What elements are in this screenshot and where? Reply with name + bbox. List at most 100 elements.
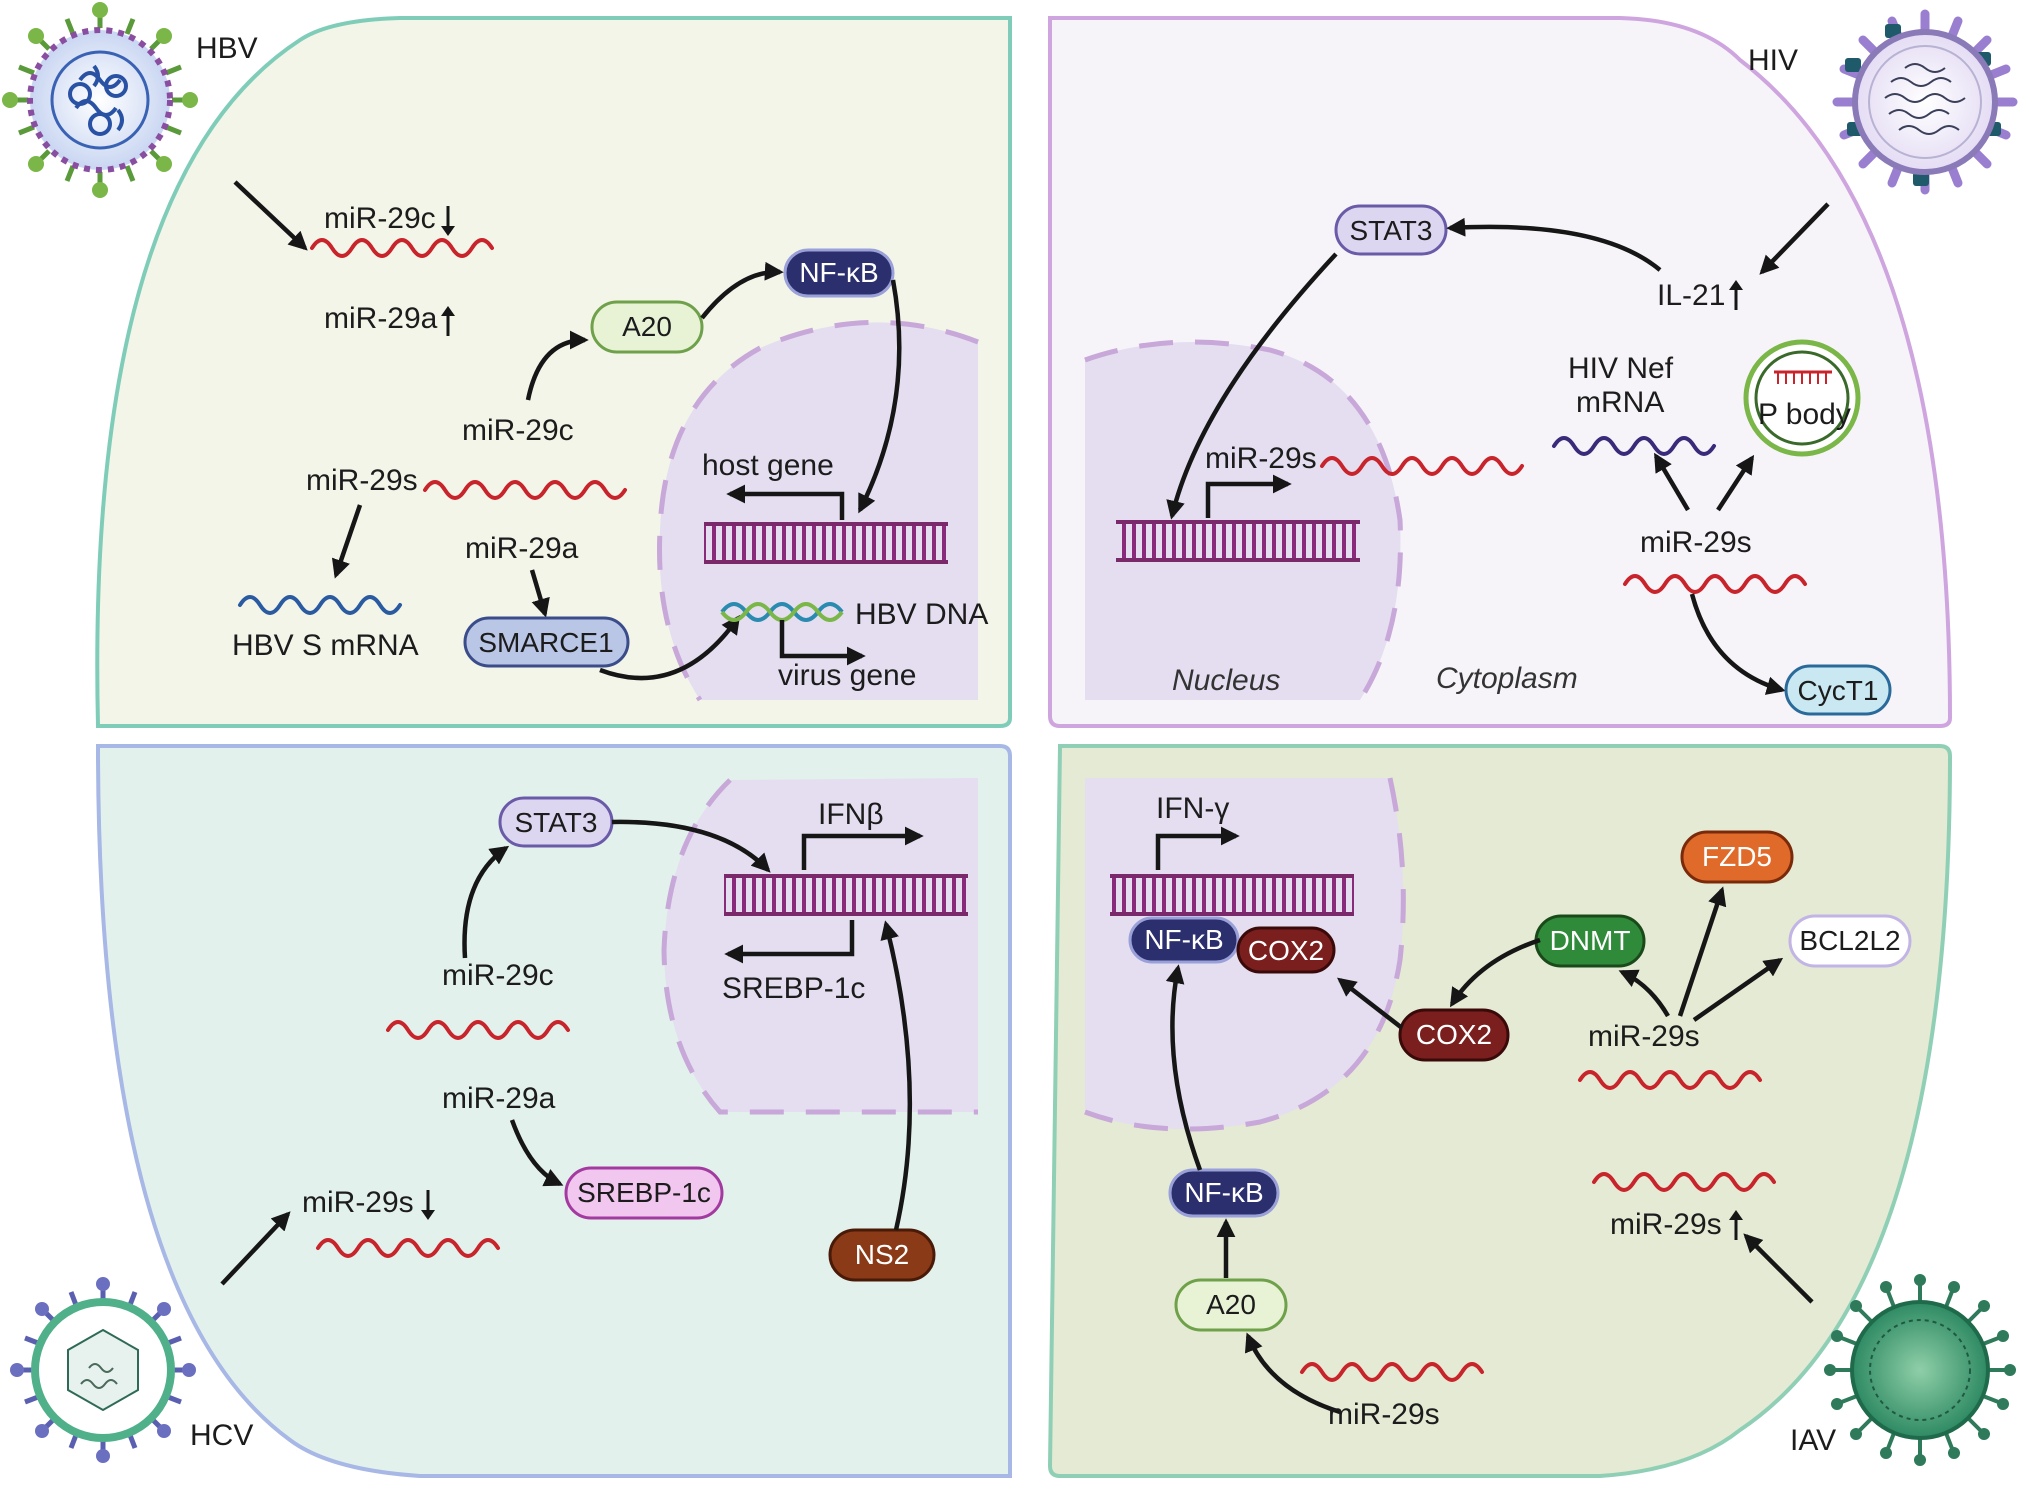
hcv-arrow-mir29c-stat3 xyxy=(462,845,510,959)
iav-virus-icon xyxy=(1824,1274,2016,1466)
p-body-icon: P body xyxy=(1743,339,1861,457)
hbv-s-mrna-strand xyxy=(238,595,402,615)
svg-text:STAT3: STAT3 xyxy=(1350,215,1433,246)
iav-mirna-strand-right xyxy=(1592,1172,1776,1192)
svg-text:SREBP-1c: SREBP-1c xyxy=(577,1177,711,1208)
hiv-mirna-strand-nucleus xyxy=(1320,456,1524,476)
hbv-host-dna xyxy=(704,522,948,564)
hiv-stat3-node: STAT3 xyxy=(1334,204,1448,256)
hbv-arrow-a20-nfkb xyxy=(700,261,784,320)
hbv-mir29s-label: miR-29s xyxy=(306,464,418,497)
hiv-mir29s-nucleus-label: miR-29s xyxy=(1205,442,1317,475)
hcv-mir29a-label: miR-29a xyxy=(442,1082,556,1115)
hcv-ifnb-label: IFNβ xyxy=(818,798,884,831)
hcv-arrow-ns2-dna xyxy=(880,920,913,1231)
iav-arrow-nfkb-nucleus xyxy=(1165,964,1203,1171)
hiv-cyct1-node: CycT1 xyxy=(1784,664,1892,716)
hbv-a20-node: A20 xyxy=(590,300,704,354)
iav-nfkb-nucleus-node: NF-κB xyxy=(1128,916,1240,964)
hbv-transcription-arrow xyxy=(726,484,845,520)
hiv-nef-mrna-strand xyxy=(1552,436,1716,456)
hbv-arrow-smarce1-hbvdna xyxy=(599,614,741,681)
hiv-arrow-il21-stat3 xyxy=(1446,217,1662,272)
iav-mirna-strand-mid xyxy=(1578,1070,1762,1090)
svg-text:COX2: COX2 xyxy=(1416,1019,1492,1050)
svg-text:NF-κB: NF-κB xyxy=(1144,924,1223,955)
hbv-mir29c-label: miR-29c xyxy=(462,414,574,447)
iav-entry-arrow xyxy=(1743,1233,1814,1304)
down-arrow-icon xyxy=(421,1190,435,1220)
iav-a20-node: A20 xyxy=(1174,1278,1288,1332)
hbv-mir29a-label: miR-29a xyxy=(465,532,579,565)
hbv-s-mrna-label: HBV S mRNA xyxy=(232,629,419,662)
svg-text:A20: A20 xyxy=(622,311,672,342)
iav-ifng-arrow xyxy=(1155,826,1240,870)
iav-ifng-label: IFN-γ xyxy=(1156,792,1229,825)
hcv-host-dna xyxy=(724,874,968,916)
hcv-ifnb-arrow xyxy=(801,826,924,870)
hiv-virus-icon xyxy=(1832,9,2018,195)
hcv-nucleus xyxy=(661,778,978,1115)
hbv-arrow-mir29s-smrna xyxy=(331,504,363,579)
hbv-entry-arrow xyxy=(233,180,308,251)
hiv-arrow-stat3-dna xyxy=(1166,252,1338,520)
hbv-arrow-mir29a-smarce1 xyxy=(529,569,550,618)
svg-text:STAT3: STAT3 xyxy=(515,807,598,838)
hiv-entry-arrow xyxy=(1759,202,1830,275)
down-arrow-icon xyxy=(441,206,455,236)
iav-arrow-cox2-nucleus xyxy=(1337,977,1404,1030)
hcv-srebp-gene-label: SREBP-1c xyxy=(722,972,865,1005)
hiv-nef-label-line1: HIV Nef xyxy=(1568,352,1674,385)
hiv-transcription-arrow xyxy=(1205,474,1292,518)
hcv-arrow-stat3-dna xyxy=(611,819,771,873)
iav-fzd5-node: FZD5 xyxy=(1680,830,1794,884)
hbv-virus-gene-arrow xyxy=(779,620,866,666)
hbv-smarce1-node: SMARCE1 xyxy=(463,616,630,668)
svg-text:NF-κB: NF-κB xyxy=(799,257,878,288)
hbv-arrow-mir29c-a20 xyxy=(525,330,589,401)
hiv-arrow-mir29s-nef xyxy=(1654,452,1690,512)
up-arrow-icon xyxy=(1729,280,1743,310)
hbv-nfkb-node: NF-κB xyxy=(783,248,895,298)
hcv-mirna-strand-low xyxy=(316,1238,500,1258)
hiv-label: HIV xyxy=(1748,44,1798,77)
svg-text:SMARCE1: SMARCE1 xyxy=(478,627,613,658)
hiv-arrow-mir29s-cyct1 xyxy=(1689,593,1786,695)
hbv-mir29c-down-label: miR-29c xyxy=(324,202,436,235)
iav-arrow-mir29s-a20 xyxy=(1244,1332,1341,1415)
nucleus-label: Nucleus xyxy=(1172,664,1280,697)
hcv-ns2-node: NS2 xyxy=(828,1228,936,1282)
hcv-entry-arrow xyxy=(220,1211,291,1286)
hcv-mir29s-down-label: miR-29s xyxy=(302,1186,414,1219)
hiv-nef-label-line2: mRNA xyxy=(1576,386,1664,419)
hiv-mirna-strand xyxy=(1623,574,1807,594)
svg-text:FZD5: FZD5 xyxy=(1702,841,1772,872)
hcv-virus-icon xyxy=(10,1277,196,1463)
cytoplasm-label: Cytoplasm xyxy=(1436,662,1578,695)
iav-mir29s-up-label: miR-29s xyxy=(1610,1208,1722,1241)
hbv-dna-label: HBV DNA xyxy=(855,598,988,631)
hbv-virus-icon xyxy=(2,2,198,198)
hcv-mirna-strand-mid xyxy=(386,1020,570,1040)
hiv-host-dna xyxy=(1116,520,1360,562)
iav-arrow-dnmt-cox2 xyxy=(1449,937,1541,1008)
hbv-arrow-nfkb-dna xyxy=(857,279,902,514)
up-arrow-icon xyxy=(1729,1210,1743,1240)
iav-host-dna xyxy=(1110,874,1354,916)
hbv-mirna-strand-top xyxy=(310,238,494,258)
iav-mir29s-label: miR-29s xyxy=(1588,1020,1700,1053)
hiv-arrow-mir29s-pbody xyxy=(1716,454,1755,512)
iav-label: IAV xyxy=(1790,1424,1836,1457)
p-body-label: P body xyxy=(1758,398,1851,431)
hbv-mirna-strand-mid xyxy=(423,480,627,500)
svg-text:DNMT: DNMT xyxy=(1550,925,1631,956)
svg-text:BCL2L2: BCL2L2 xyxy=(1799,925,1900,956)
iav-arrow-mir29s-bcl2l2 xyxy=(1692,957,1784,1022)
iav-bcl2l2-node: BCL2L2 xyxy=(1788,914,1912,968)
hcv-label: HCV xyxy=(190,1419,253,1452)
up-arrow-icon xyxy=(441,306,455,336)
iav-cox2-node: COX2 xyxy=(1398,1008,1510,1062)
hcv-arrow-mir29a-srebp xyxy=(509,1119,564,1187)
hbv-host-gene-label: host gene xyxy=(702,449,834,482)
